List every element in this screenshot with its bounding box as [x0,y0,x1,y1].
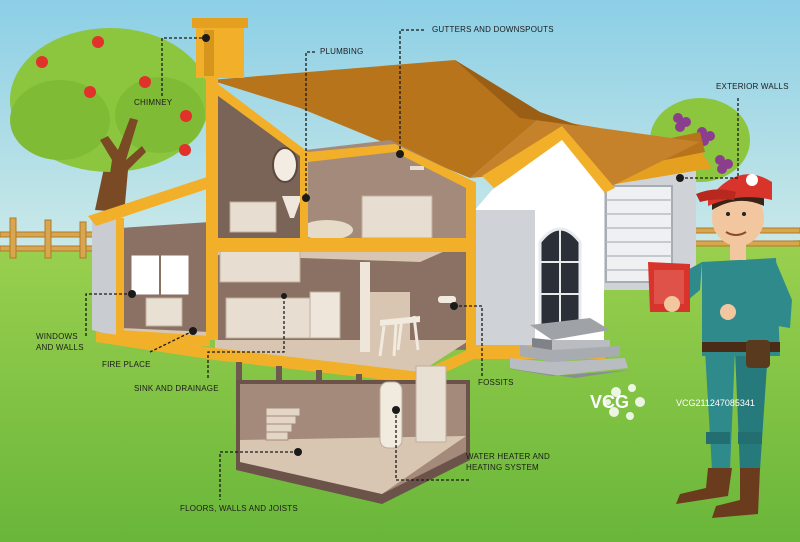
inspector-figure [648,174,792,518]
label-windows-and-walls-line2: AND WALLS [36,343,84,352]
apple-tree [10,28,210,215]
leader-lines [85,29,739,500]
watermark-logo: VCG [590,392,630,412]
front-gable [475,140,605,359]
watermark [605,384,645,420]
label-gutters-and-downspouts: GUTTERS AND DOWNSPOUTS [432,25,554,34]
watermark-code: VCG211247085341 [676,398,755,408]
label-water-heater-line1: WATER HEATER AND [466,452,550,461]
chimney-stack [196,24,244,78]
label-exterior-walls: EXTERIOR WALLS [716,82,789,91]
label-chimney: CHIMNEY [134,98,173,107]
label-sink-and-drainage: SINK AND DRAINAGE [134,384,219,393]
front-steps [505,318,630,378]
label-water-heater-line2: HEATING SYSTEM [466,463,539,472]
label-fossits: FOSSITS [478,378,514,387]
label-floors-walls-joists: FLOORS, WALLS AND JOISTS [180,504,298,513]
leader-dots [128,34,684,456]
label-fire-place: FIRE PLACE [102,360,151,369]
label-windows-and-walls-line1: WINDOWS [36,332,78,341]
house-cutaway [88,18,476,504]
label-plumbing: PLUMBING [320,47,364,56]
